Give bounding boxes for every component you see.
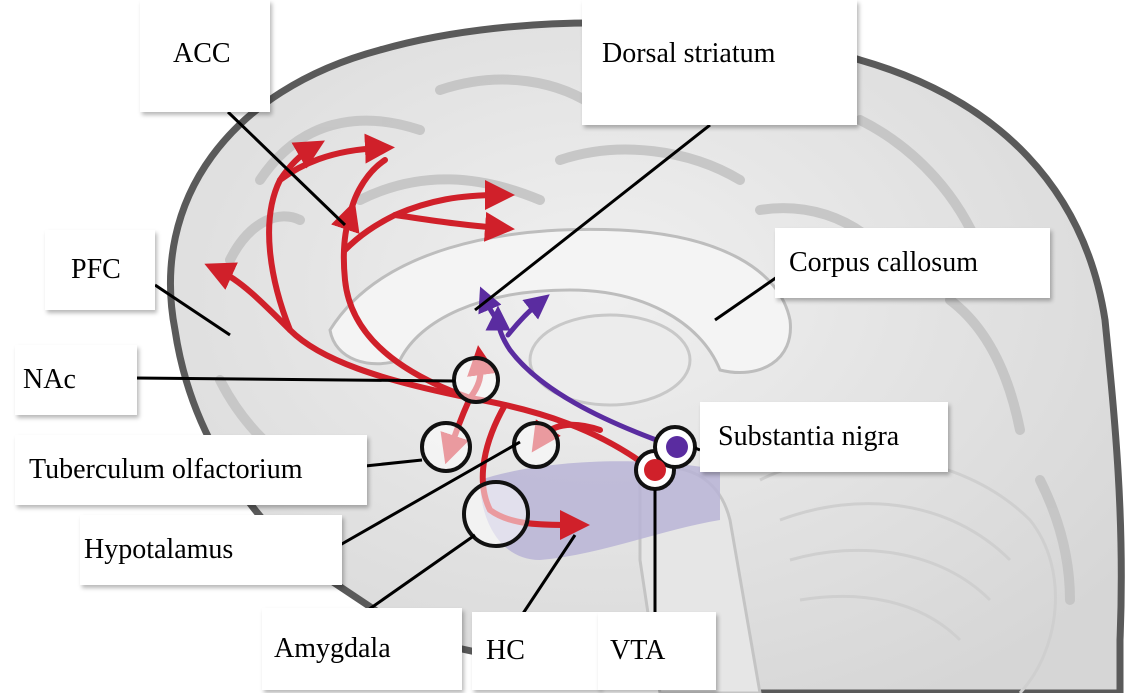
- label-hypotalamus: Hypotalamus: [80, 515, 342, 585]
- tuberculum-circle: [422, 423, 470, 471]
- label-corpus-callosum: Corpus callosum: [775, 228, 1050, 298]
- label-hc: HC: [472, 612, 600, 690]
- label-tuberculum-olfactorium: Tuberculum olfactorium: [15, 435, 367, 505]
- label-vta: VTA: [598, 612, 716, 690]
- label-substantia-nigra: Substantia nigra: [700, 402, 948, 472]
- label-dorsal-striatum: Dorsal striatum: [582, 0, 857, 125]
- vta-dot: [644, 459, 666, 481]
- label-amygdala: Amygdala: [262, 608, 462, 690]
- label-pfc: PFC: [45, 230, 155, 310]
- nac-circle: [454, 358, 498, 402]
- label-nac: NAc: [15, 345, 137, 415]
- substantia-nigra-dot: [666, 436, 688, 458]
- hypotalamus-circle: [514, 423, 558, 467]
- label-acc: ACC: [140, 0, 270, 112]
